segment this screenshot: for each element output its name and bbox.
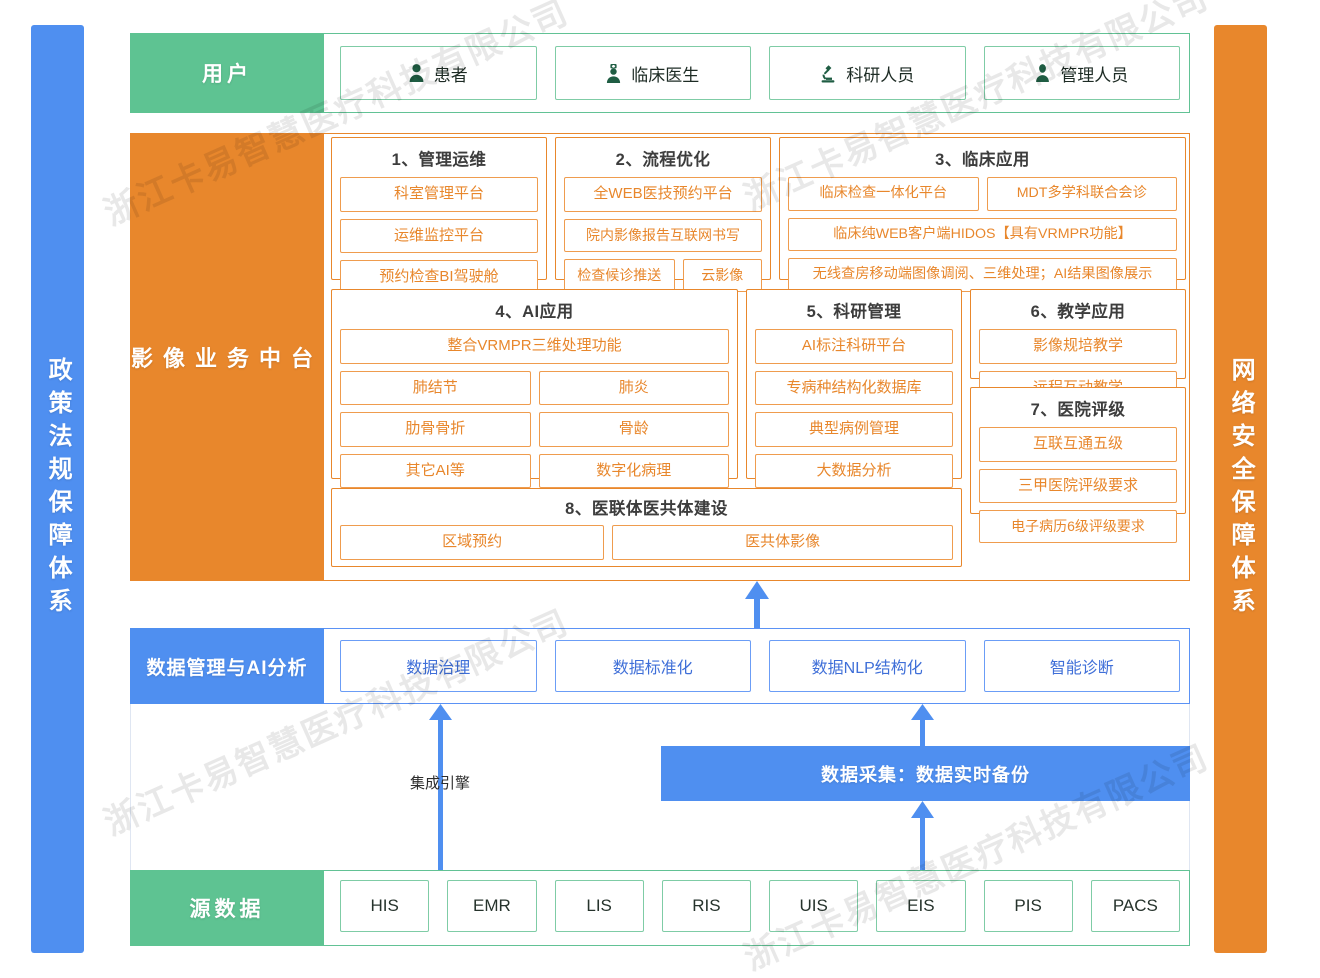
group-item[interactable]: 骨龄 <box>538 412 729 447</box>
network-security-pillar: 网络安全保障体系 <box>1214 25 1267 953</box>
group-item[interactable]: 科室管理平台 <box>340 177 538 212</box>
user-card-clinician[interactable]: 临床医生 <box>554 46 751 100</box>
group-item[interactable]: 临床检查一体化平台 <box>788 177 979 211</box>
group-item[interactable]: 无线查房移动端图像调阅、三维处理；AI结果图像展示 <box>788 258 1177 292</box>
imaging-platform-label: 影像业务中台 <box>130 133 324 581</box>
person-icon <box>409 64 424 82</box>
group-ai-application: 4、AI应用 整合VRMPR三维处理功能 肺结节 肺炎 肋骨骨折 骨龄 其它AI… <box>331 289 738 488</box>
source-card-pacs[interactable]: PACS <box>1090 880 1180 932</box>
group-hospital-rating: 7、医院评级 互联互通五级 三甲医院评级要求 电子病历6级评级要求 <box>970 387 1186 544</box>
group-item[interactable]: 云影像 <box>682 258 762 293</box>
group-item[interactable]: 数字化病理 <box>538 453 729 488</box>
microscope-icon <box>820 64 836 83</box>
platform-groups: 1、管理运维 科室管理平台 运维监控平台 预约检查BI驾驶舱 2、流程优化 全W… <box>331 137 1186 577</box>
user-card-label: 临床医生 <box>631 65 700 85</box>
group-item[interactable]: 检查候诊推送 <box>564 258 675 293</box>
group-title: 2、流程优化 <box>615 151 711 169</box>
group-item[interactable]: 三甲医院评级要求 <box>979 468 1177 503</box>
source-card-his[interactable]: HIS <box>340 880 430 932</box>
source-card-lis[interactable]: LIS <box>554 880 644 932</box>
data-card-intelligent-diagnosis[interactable]: 智能诊断 <box>983 640 1180 692</box>
user-card-label: 管理人员 <box>1060 65 1129 85</box>
group-item[interactable]: 电子病历6级评级要求 <box>979 510 1177 544</box>
manager-icon <box>1035 64 1050 82</box>
source-card-uis[interactable]: UIS <box>769 880 859 932</box>
user-card-label: 患者 <box>433 65 468 85</box>
users-list: 患者 临床医生 科研人员 管理人员 <box>340 46 1180 100</box>
source-card-eis[interactable]: EIS <box>876 880 966 932</box>
group-item[interactable]: AI标注科研平台 <box>755 329 953 364</box>
data-management-list: 数据治理 数据标准化 数据NLP结构化 智能诊断 <box>340 640 1180 692</box>
group-item[interactable]: 运维监控平台 <box>340 218 538 253</box>
group-research-management: 5、科研管理 AI标注科研平台 专病种结构化数据库 典型病例管理 大数据分析 <box>746 289 962 488</box>
group-item[interactable]: 预约检查BI驾驶舱 <box>340 260 538 295</box>
group-item[interactable]: 临床纯WEB客户端HIDOS【具有VRMPR功能】 <box>788 217 1177 252</box>
group-management-ops: 1、管理运维 科室管理平台 运维监控平台 预约检查BI驾驶舱 <box>331 137 547 295</box>
user-card-label: 科研人员 <box>846 65 915 85</box>
group-teaching-application: 6、教学应用 影像规培教学 远程互动教学 <box>970 289 1186 405</box>
source-card-ris[interactable]: RIS <box>661 880 751 932</box>
group-item[interactable]: 肺结节 <box>340 370 531 405</box>
source-data-label: 源数据 <box>130 870 324 946</box>
group-item[interactable]: 大数据分析 <box>755 453 953 488</box>
data-card-governance[interactable]: 数据治理 <box>340 640 537 692</box>
user-card-patient[interactable]: 患者 <box>340 46 537 100</box>
group-title: 6、教学应用 <box>1030 303 1126 321</box>
source-data-list: HIS EMR LIS RIS UIS EIS PIS PACS <box>340 880 1180 932</box>
group-process-optimization: 2、流程优化 全WEB医技预约平台 院内影像报告互联网书写 检查候诊推送 云影像 <box>555 137 771 293</box>
group-item[interactable]: 典型病例管理 <box>755 412 953 447</box>
group-title: 1、管理运维 <box>391 151 487 169</box>
group-item[interactable]: 其它AI等 <box>340 453 531 488</box>
group-item[interactable]: MDT多学科联合会诊 <box>986 177 1177 211</box>
arrow-source-to-collection <box>911 801 934 871</box>
group-title: 3、临床应用 <box>935 151 1030 169</box>
policy-regulation-pillar: 政策法规保障体系 <box>31 25 84 953</box>
group-title: 5、科研管理 <box>806 303 902 321</box>
group-item[interactable]: 影像规培教学 <box>979 329 1177 364</box>
group-title: 4、AI应用 <box>495 303 574 321</box>
group-item[interactable]: 互联互通五级 <box>979 427 1177 462</box>
user-card-administrator[interactable]: 管理人员 <box>983 46 1180 100</box>
group-item[interactable]: 肺炎 <box>538 370 729 405</box>
group-item[interactable]: 全WEB医技预约平台 <box>564 177 762 212</box>
group-item[interactable]: 专病种结构化数据库 <box>755 370 953 405</box>
group-item[interactable]: 整合VRMPR三维处理功能 <box>340 329 729 364</box>
users-band-label: 用户 <box>130 33 324 113</box>
source-card-pis[interactable]: PIS <box>983 880 1073 932</box>
arrow-integration-engine <box>429 704 452 870</box>
source-card-emr[interactable]: EMR <box>447 880 537 932</box>
doctor-icon <box>606 63 621 83</box>
group-item[interactable]: 区域预约 <box>340 525 605 560</box>
arrow-up-to-platform <box>745 581 769 629</box>
group-medical-consortium: 8、医联体医共体建设 区域预约 医共体影像 <box>331 488 962 567</box>
user-card-researcher[interactable]: 科研人员 <box>769 46 966 100</box>
group-item[interactable]: 院内影像报告互联网书写 <box>564 218 762 252</box>
data-card-standardization[interactable]: 数据标准化 <box>554 640 751 692</box>
data-management-label: 数据管理与AI分析 <box>130 628 324 704</box>
group-item[interactable]: 医共体影像 <box>612 525 953 560</box>
group-title: 8、医联体医共体建设 <box>565 500 728 518</box>
group-title: 7、医院评级 <box>1030 401 1126 419</box>
data-collection-box: 数据采集：数据实时备份 <box>661 746 1190 801</box>
arrow-collection-to-data <box>911 704 934 748</box>
group-item[interactable]: 肋骨骨折 <box>340 412 531 447</box>
group-clinical-application: 3、临床应用 临床检查一体化平台 MDT多学科联合会诊 临床纯WEB客户端HID… <box>779 137 1186 292</box>
data-card-nlp-structuring[interactable]: 数据NLP结构化 <box>769 640 966 692</box>
integration-engine-label: 集成引擎 <box>409 775 470 792</box>
